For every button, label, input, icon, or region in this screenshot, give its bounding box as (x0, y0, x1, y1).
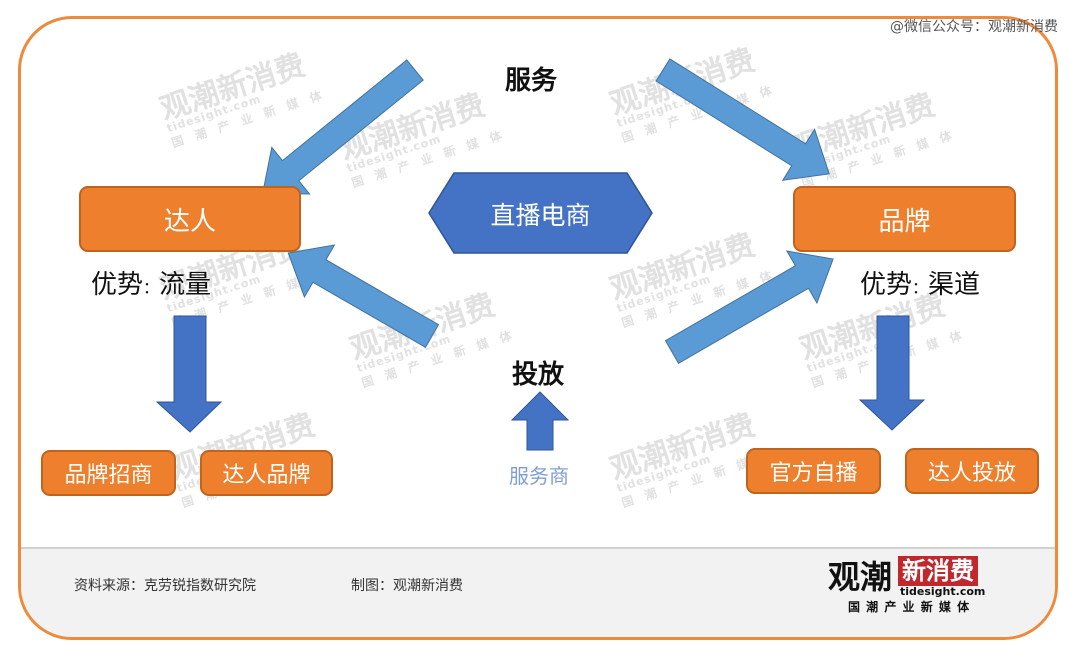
arrow-service-to-brand (655, 58, 830, 181)
advantage-prefix: 优势 (91, 270, 144, 300)
brand-box: 品牌 (793, 186, 1016, 252)
arrow-placement-to-brand (664, 250, 834, 364)
bottom-label: 服务商 (509, 464, 569, 488)
advantage-value: 流量 (159, 270, 212, 300)
brand-logo: 观潮 新消费 tidesight.com 国 潮 产 业 新 媒 体 (828, 552, 1018, 616)
wechat-watermark: @微信公众号：观潮新消费 (890, 19, 1058, 35)
arrow-down-right (858, 315, 926, 431)
advantage-separator: ： (912, 278, 929, 297)
center-hexagon (428, 172, 653, 254)
influencer-box: 达人 (79, 186, 301, 252)
logo-tagline: 国 潮 产 业 新 媒 体 (848, 600, 971, 614)
sub-box-brand-recruitment: 品牌招商 (41, 450, 176, 496)
footer-credit: 制图：观潮新消费 (351, 578, 463, 594)
sub-box-influencer-placement: 达人投放 (905, 448, 1039, 494)
footer-source: 资料来源：克劳锐指数研究院 (74, 578, 256, 594)
advantage-value: 渠道 (928, 270, 981, 300)
influencer-box-label: 达人 (163, 206, 216, 237)
center-hexagon-label: 直播电商 (490, 201, 591, 230)
logo-domain: tidesight.com (900, 585, 986, 598)
sub-box-label: 达人品牌 (222, 463, 311, 488)
arrow-down-left (155, 315, 223, 433)
influencer-advantage: 优势：流量 (91, 264, 211, 301)
advantage-separator: ： (143, 278, 160, 297)
middle-label: 投放 (512, 360, 565, 390)
brand-advantage: 优势：渠道 (860, 264, 980, 301)
sub-box-label: 达人投放 (927, 461, 1016, 486)
footer-band (21, 547, 1055, 637)
sub-box-label: 品牌招商 (64, 463, 153, 488)
arrow-up-service-provider (510, 391, 570, 451)
arrow-placement-to-influencer (287, 244, 440, 348)
logo-name-b: 新消费 (898, 556, 978, 586)
sub-box-label: 官方自播 (769, 461, 858, 486)
arrow-service-to-influencer (262, 59, 424, 195)
advantage-prefix: 优势 (860, 270, 913, 300)
logo-name-a: 观潮 (828, 558, 893, 596)
sub-box-official-live: 官方自播 (746, 448, 881, 494)
brand-box-label: 品牌 (878, 206, 931, 237)
sub-box-influencer-brand: 达人品牌 (200, 450, 333, 496)
top-label: 服务 (505, 66, 558, 96)
